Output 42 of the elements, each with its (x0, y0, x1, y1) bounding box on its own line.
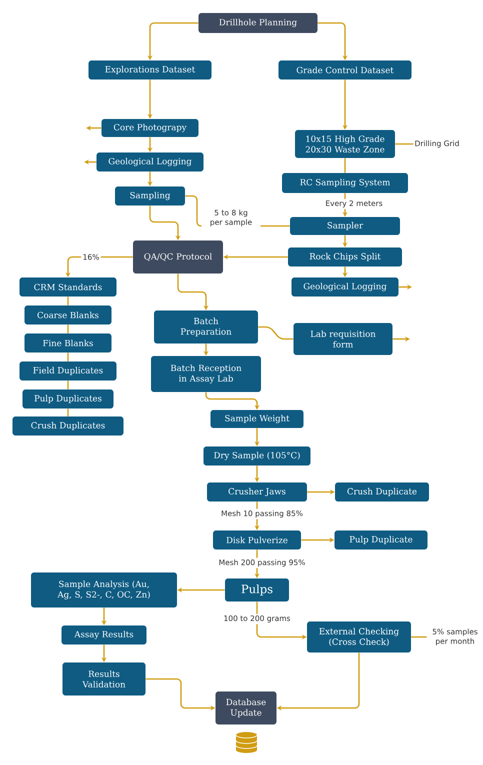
process-box: Pulp Duplicates (22, 390, 114, 408)
process-box: Field Duplicates (20, 362, 116, 380)
process-box: Pulps (225, 578, 289, 602)
process-box: Drillhole Planning (198, 13, 318, 33)
process-box: Assay Results (62, 626, 146, 644)
process-box: Rock Chips Split (288, 248, 402, 266)
connector-line (344, 158, 346, 173)
process-box: QA/QC Protocol (133, 240, 223, 274)
connector-line (67, 408, 69, 416)
process-box: Sample Weight (210, 410, 304, 428)
process-box: Coarse Blanks (24, 306, 112, 324)
connector-line (395, 143, 414, 145)
connector-line (67, 296, 69, 306)
process-box: Dry Sample (105°C) (204, 446, 310, 466)
process-box: Crush Duplicate (335, 482, 429, 502)
process-box: External Checking (Cross Check) (307, 622, 411, 652)
process-box: RC Sampling System (282, 173, 408, 193)
process-box: Sampling (115, 186, 185, 206)
process-box: Database Update (216, 692, 276, 724)
process-box: CRM Standards (20, 278, 116, 296)
process-box: Grade Control Dataset (278, 60, 412, 80)
connector-line (67, 352, 69, 362)
process-box: Core Photograpy (102, 119, 198, 137)
process-box: Geological Logging (96, 152, 204, 172)
process-box: Sample Analysis (Au, Ag, S, S2-, C, OC, Zn) (31, 572, 177, 608)
process-box: Crusher Jaws (207, 482, 307, 502)
process-box: Results Validation (62, 662, 146, 696)
process-box: Disk Pulverize (213, 530, 301, 550)
process-box: 10x15 High Grade 20x30 Waste Zone (295, 130, 395, 158)
connector-line (67, 380, 69, 390)
process-box: Sampler (290, 217, 400, 235)
process-box: Fine Blanks (24, 334, 112, 352)
process-box: Batch Preparation (154, 310, 258, 344)
connector-line (258, 326, 294, 340)
connector-line (67, 324, 69, 334)
process-box: Lab requisition form (294, 323, 392, 355)
process-box: Crush Duplicates (12, 416, 124, 436)
process-box: Geological Logging (292, 278, 398, 296)
process-box: Explorations Dataset (88, 60, 212, 80)
process-box: Pulp Duplicate (334, 530, 428, 550)
process-box: Batch Reception in Assay Lab (151, 356, 261, 392)
connector-line (411, 636, 427, 638)
